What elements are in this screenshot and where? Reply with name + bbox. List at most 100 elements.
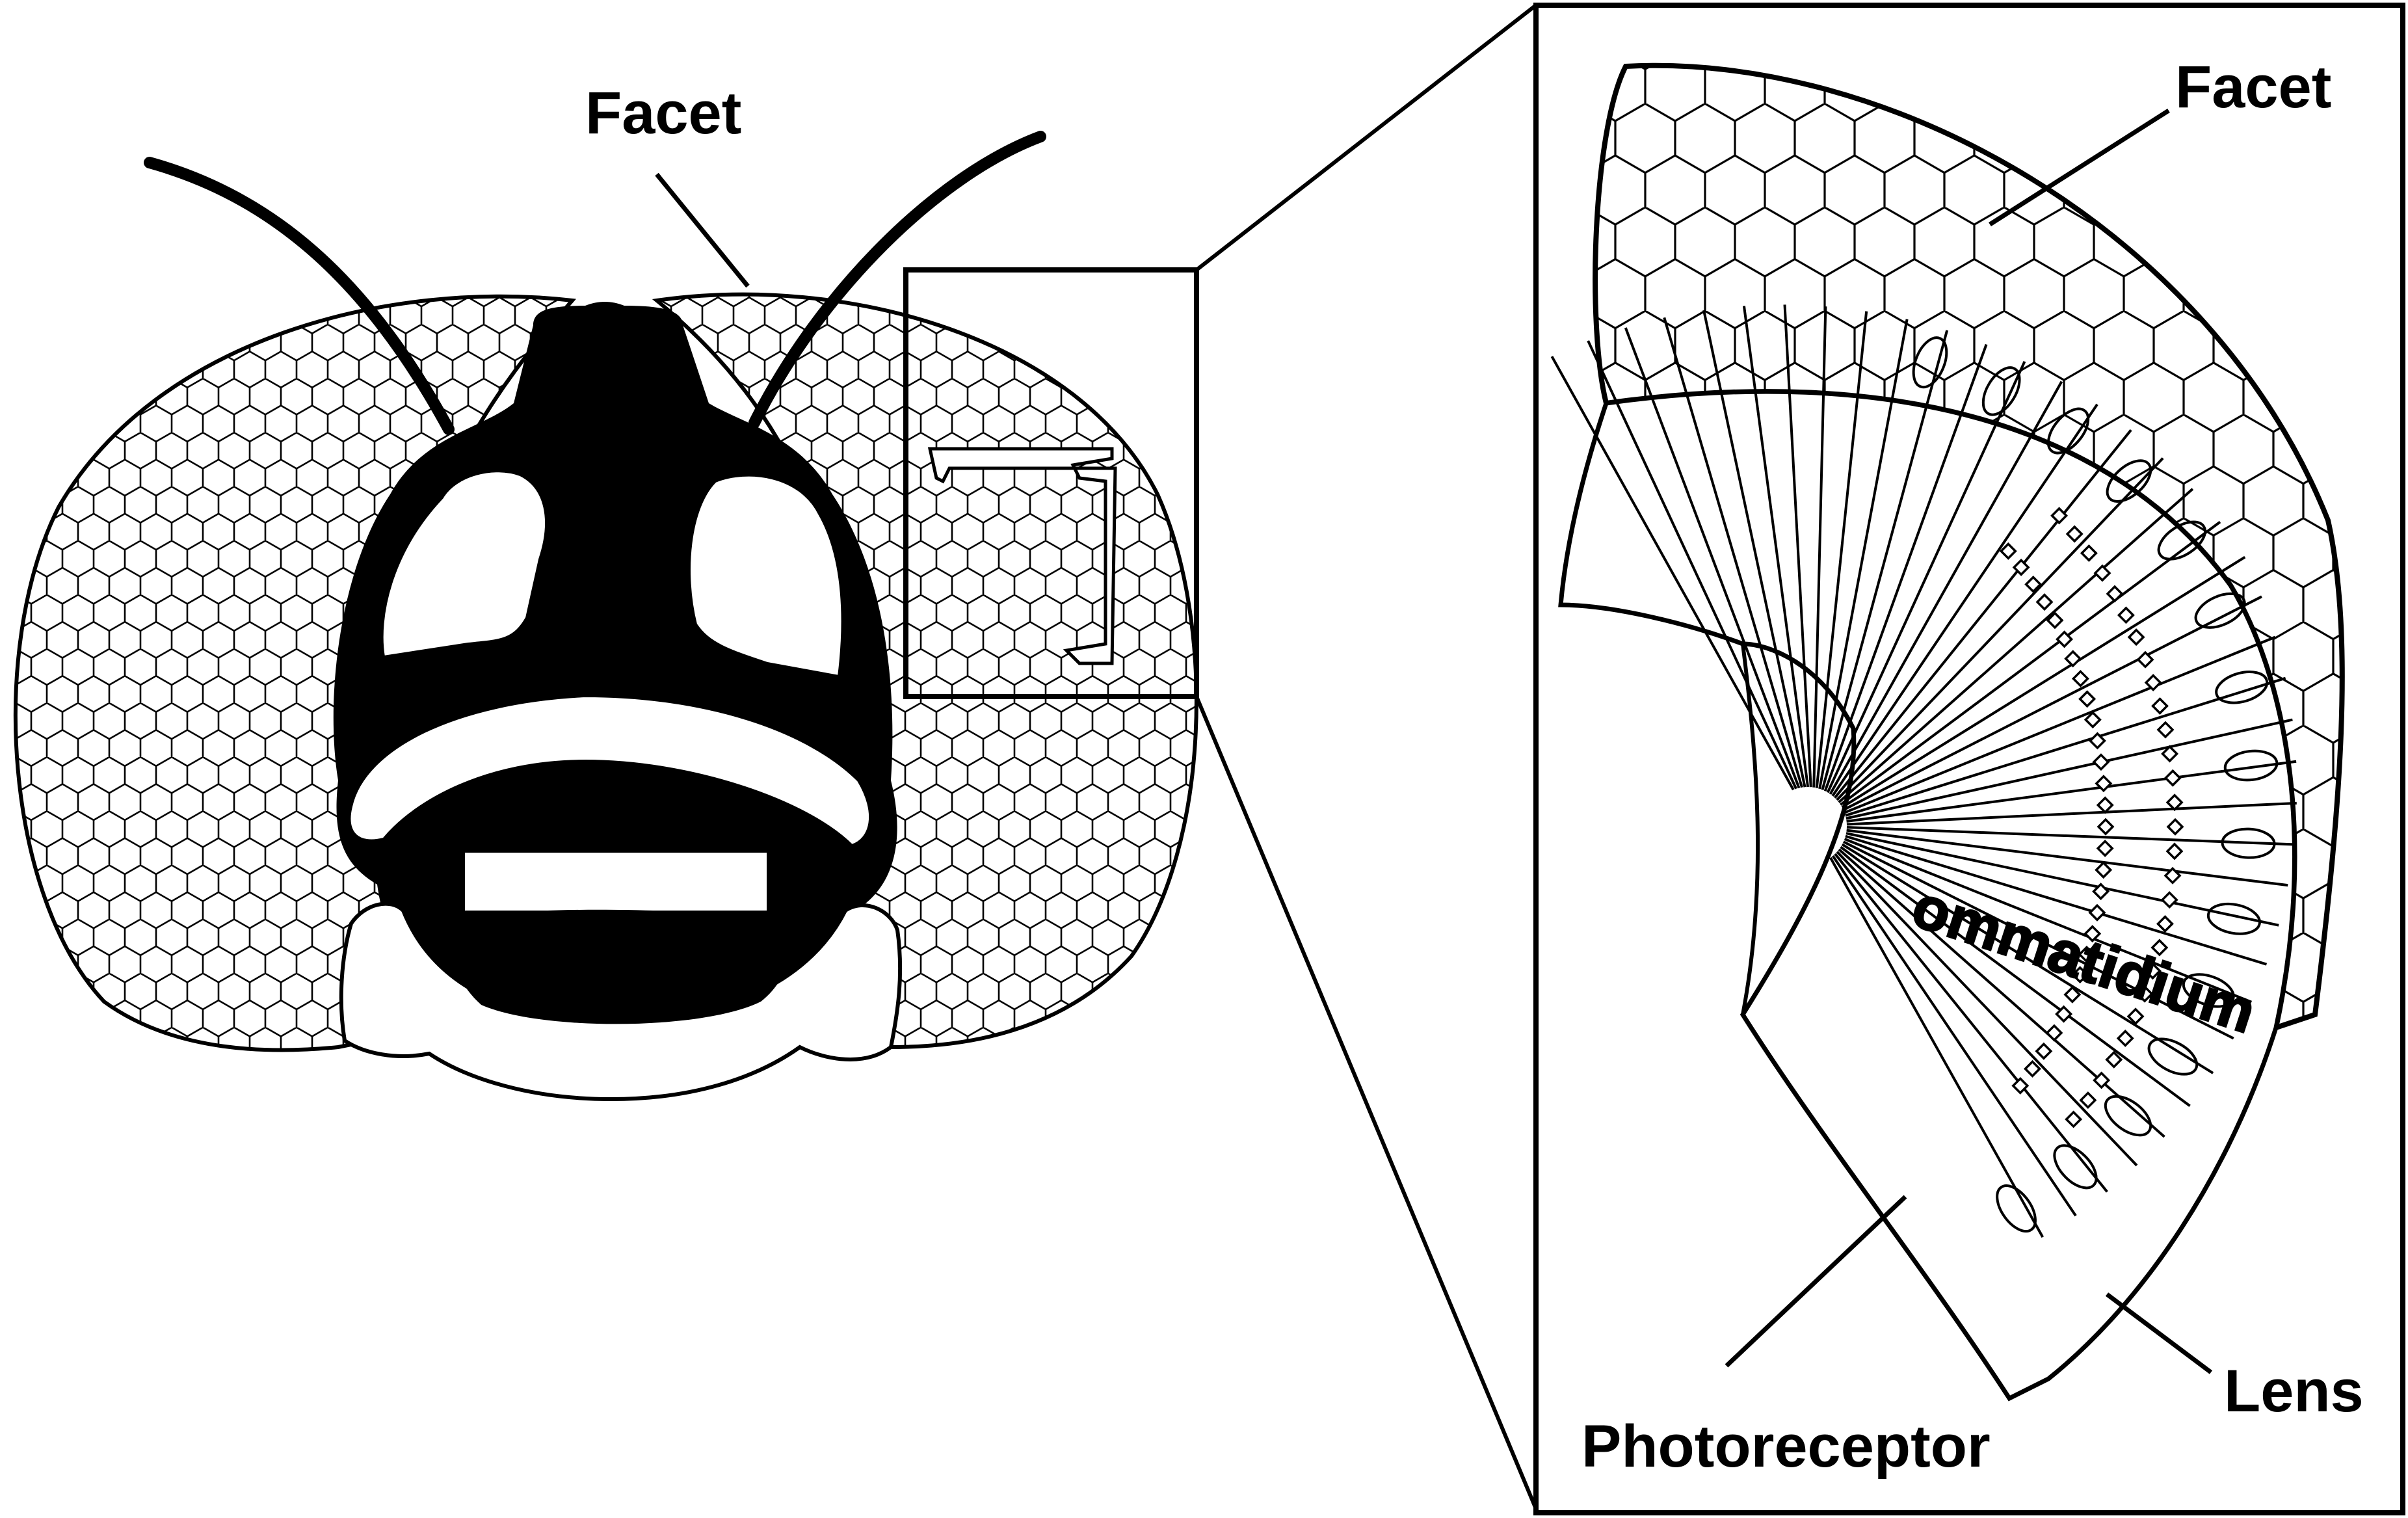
ommatidium-ray (1836, 851, 2138, 1167)
lens-cell (2106, 459, 2152, 503)
ommatidia-detail (655, 62, 2345, 1402)
ommatidium-ray (1842, 840, 2234, 1040)
ommatidium-ray (1845, 676, 2286, 817)
ommatidium-ray (1846, 801, 2297, 826)
zoom-line-bottom (1195, 695, 1538, 1510)
lens-cell (2223, 749, 2279, 782)
labrum-plate (461, 849, 771, 914)
photoreceptor-marker (2144, 674, 2162, 692)
photoreceptor-marker (2136, 985, 2154, 1003)
lens-label: Lens (2224, 1358, 2364, 1424)
inner-cavity-edge (1741, 643, 1760, 1015)
lens-cell (1996, 1184, 2037, 1233)
ommatidium-ray (1838, 488, 2194, 804)
photoreceptor-marker (2163, 769, 2182, 787)
photoreceptor-marker (2088, 903, 2106, 922)
photoreceptor-marker (2095, 861, 2113, 879)
photoreceptor-marker (2035, 593, 2054, 611)
photoreceptor-marker (2106, 585, 2124, 603)
photoreceptor-marker (2150, 939, 2169, 957)
photoreceptor-marker (2092, 753, 2110, 771)
photoreceptor-marker (2084, 925, 2102, 943)
photoreceptor-marker (2117, 606, 2135, 624)
photoreceptor-marker (2143, 962, 2162, 980)
ommatidium-ray (1831, 855, 2077, 1217)
ommatidium-ray (1836, 457, 2164, 801)
photoreceptor-marker (2096, 839, 2114, 857)
lens-cell (1981, 366, 2021, 416)
insect-head (13, 131, 1199, 1102)
ommatidium-ray (1550, 356, 1795, 791)
lens-cell (2221, 827, 2276, 859)
photoreceptor-marker (2093, 564, 2111, 582)
ommatidium-ray (1818, 319, 1909, 790)
right-antenna (748, 131, 1046, 429)
photoreceptor-marker (2165, 842, 2184, 860)
head-facet-label: Facet (585, 80, 741, 146)
ommatidium-ray (1846, 829, 2288, 887)
left-face-window (380, 470, 548, 659)
photoreceptor-marker (2055, 1005, 2073, 1023)
ommatidium-ray (1842, 595, 2262, 812)
ommatidium-ray (1834, 853, 2108, 1193)
photoreceptor-marker (2024, 575, 2043, 593)
lens-cell (2194, 592, 2246, 629)
ommatidium-ray (1587, 340, 1797, 790)
right-face-window (688, 473, 844, 678)
photoreceptor-marker (2151, 697, 2169, 715)
zoom-line-top (1195, 3, 1537, 272)
ommatidium-ray (1846, 760, 2297, 823)
photoreceptor-marker (2064, 650, 2082, 668)
ommatidium-ray (1829, 380, 2063, 795)
ommatidium-ray (1783, 304, 1812, 788)
photoreceptor-marker (2161, 745, 2179, 763)
ommatidium-ray (1841, 555, 2246, 808)
photoreceptor-marker (2163, 866, 2182, 885)
ommatidium-ray (1841, 843, 2214, 1074)
photoreceptor-marker (2078, 945, 2096, 963)
photoreceptor-marker (2096, 796, 2114, 814)
ommatidium-ray (1844, 635, 2276, 814)
ommatidium-ray (1826, 360, 2026, 793)
photoreceptor-leader (1725, 1195, 1907, 1368)
lens-cell (2053, 1144, 2098, 1190)
ommatidium-ray (1815, 311, 1868, 788)
lens-cell (2157, 520, 2206, 561)
left-antenna (144, 157, 455, 435)
photoreceptor-marker (2065, 525, 2084, 543)
lens-cell (1912, 336, 1948, 389)
photoreceptor-marker (1999, 542, 2017, 560)
lens-leader (2105, 1292, 2213, 1374)
lens-cell (2147, 1037, 2199, 1076)
photoreceptor-marker (2063, 985, 2082, 1004)
photoreceptor-marker (2093, 1071, 2111, 1089)
photoreceptor-marker (2116, 1029, 2134, 1047)
ommatidium-ray (1702, 310, 1806, 788)
photoreceptor-marker (2071, 966, 2089, 984)
photoreceptor-marker (2160, 891, 2178, 909)
ommatidium-ray (1823, 343, 1988, 792)
photoreceptor-marker (2088, 732, 2106, 750)
ommatidium-ray (1840, 846, 2191, 1108)
ommatidium-ray (1742, 306, 1810, 788)
photoreceptor-marker (2156, 915, 2174, 933)
clypeus-arch (348, 694, 872, 847)
ommatidium-ray (1821, 330, 1949, 790)
photoreceptor-marker (2071, 669, 2089, 687)
ommatidium-ray (1846, 718, 2293, 820)
ommatidium-ray (1846, 832, 2279, 927)
photoreceptor-marker (2080, 544, 2098, 562)
photoreceptor-label: Photoreceptor (1581, 1413, 1991, 1480)
ommatidium-ray (1812, 306, 1827, 788)
ommatidium-ray (1845, 834, 2268, 966)
photoreceptor-marker (2084, 711, 2102, 729)
lens-cell (2182, 973, 2235, 1008)
head-facet-leader (655, 172, 750, 288)
detail-facet-leader (1989, 109, 2170, 226)
photoreceptor-marker (2092, 883, 2110, 901)
lens-cell (2215, 671, 2269, 704)
photoreceptor-marker (2156, 721, 2175, 739)
photoreceptor-marker (2012, 558, 2030, 576)
photoreceptor-marker (2095, 775, 2113, 793)
ommatidium-ray (1846, 826, 2294, 846)
